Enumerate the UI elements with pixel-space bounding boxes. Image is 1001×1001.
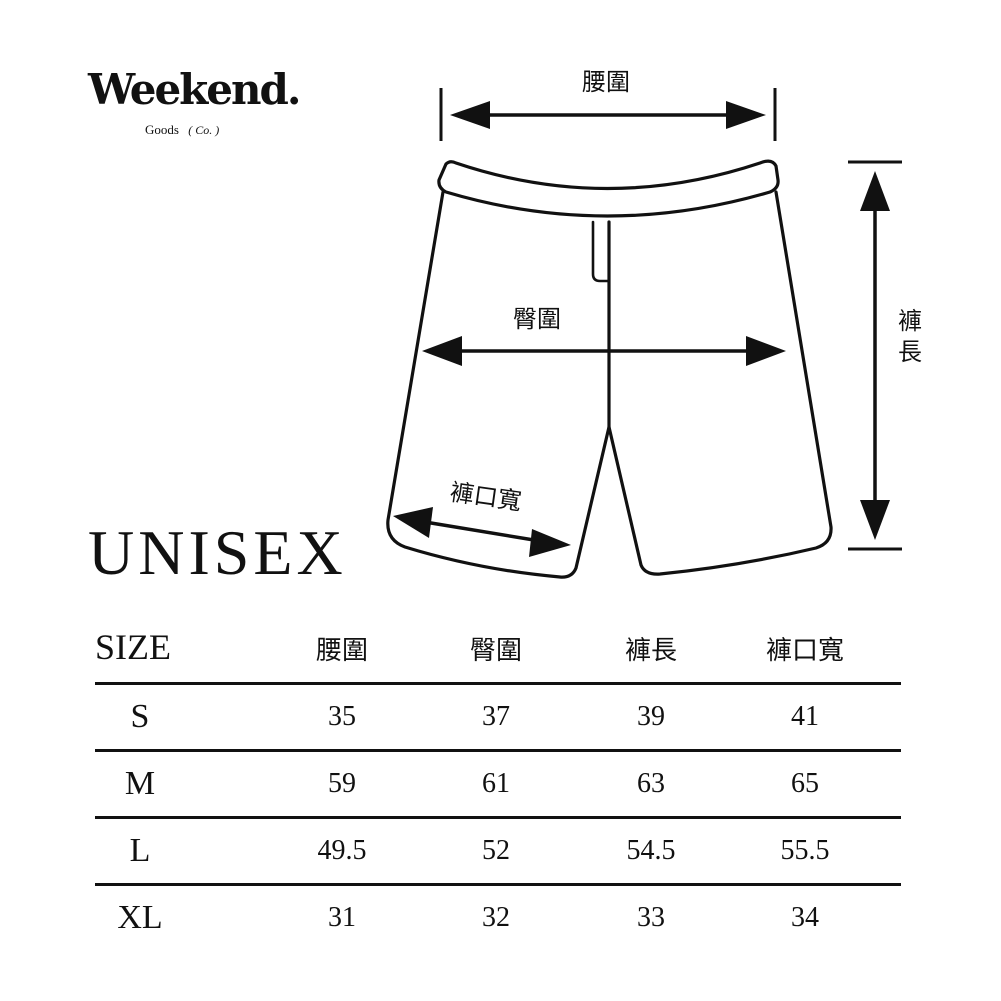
header-size: SIZE <box>95 627 171 667</box>
leg-opening-measure <box>393 507 571 557</box>
brand-subtitle: Goods ( Co. ) <box>145 122 219 138</box>
waist-cell: 31 <box>328 902 356 933</box>
brand-logo: Weekend. Goods ( Co. ) <box>88 65 302 138</box>
size-cell: L <box>129 832 151 869</box>
brand-name: Weekend. <box>88 65 302 114</box>
table-row: S 35 37 39 41 <box>95 685 901 752</box>
header-leg-opening: 褲口寬 <box>765 636 844 666</box>
hip-cell: 61 <box>482 768 510 799</box>
length-cell: 39 <box>637 701 665 732</box>
hip-cell: 52 <box>482 835 510 866</box>
length-cell: 33 <box>637 902 665 933</box>
waistband-outline <box>437 159 780 218</box>
size-table: SIZE 腰圍 臀圍 褲長 褲口寬 S 35 37 39 41 M 59 61 … <box>95 620 901 950</box>
waist-cell: 59 <box>328 768 356 799</box>
table-row: L 49.5 52 54.5 55.5 <box>95 819 901 886</box>
leg-opening-cell: 65 <box>791 768 819 799</box>
hip-label: 臀圍 <box>513 305 561 333</box>
fit-label: UNISEX <box>88 517 347 588</box>
fly-outline <box>591 220 611 283</box>
header-waist: 腰圍 <box>315 636 368 666</box>
table-row: M 59 61 63 65 <box>95 752 901 819</box>
leg-opening-cell: 41 <box>791 701 819 732</box>
waist-cell: 35 <box>328 701 356 732</box>
waist-label: 腰圍 <box>582 68 630 96</box>
size-cell: S <box>130 698 150 735</box>
hip-cell: 32 <box>482 902 510 933</box>
length-cell: 63 <box>637 768 665 799</box>
length-label-1: 褲 <box>898 307 922 335</box>
hip-cell: 37 <box>482 701 510 732</box>
leg-opening-cell: 34 <box>791 902 819 933</box>
waist-cell: 49.5 <box>317 835 367 866</box>
hip-measure <box>422 336 786 366</box>
waist-measure <box>439 88 777 141</box>
table-row: XL 31 32 33 34 <box>95 886 901 950</box>
leg-opening-cell: 55.5 <box>780 835 830 866</box>
size-cell: M <box>124 765 156 802</box>
size-cell: XL <box>117 899 163 936</box>
header-hip: 臀圍 <box>469 636 522 666</box>
brand-sub-mark: ( Co. ) <box>188 123 220 137</box>
table-header-row: SIZE 腰圍 臀圍 褲長 褲口寬 <box>95 620 901 685</box>
brand-sub-text: Goods <box>145 122 179 137</box>
length-measure <box>848 160 902 551</box>
length-label-2: 長 <box>898 338 922 366</box>
header-length: 褲長 <box>624 636 677 666</box>
length-cell: 54.5 <box>626 835 676 866</box>
